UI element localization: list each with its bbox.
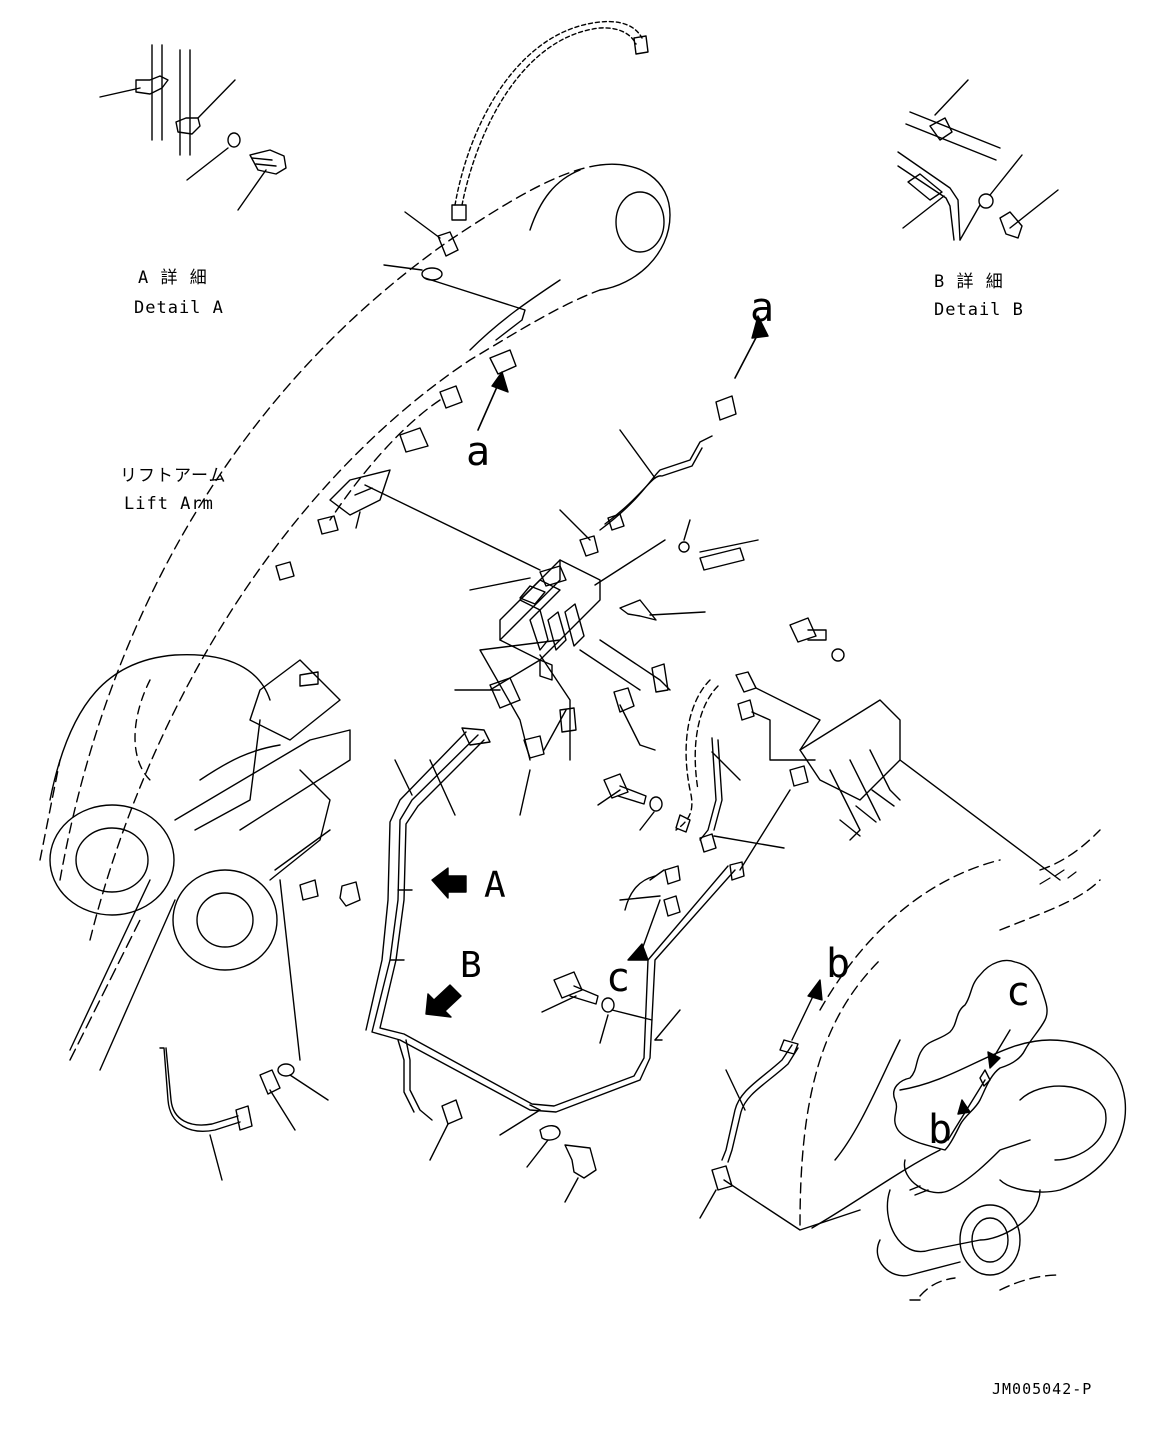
- detail-b-drawing: [897, 79, 1059, 241]
- tube-assembly: [365, 727, 745, 1203]
- ref-a-top: a: [750, 285, 775, 331]
- ref-a-lower: a: [466, 429, 491, 475]
- ref-c-mid: c: [606, 955, 631, 1001]
- ref-b-right: b: [826, 941, 851, 987]
- right-valve-assembly: [624, 617, 1077, 961]
- ref-c-inset: c: [1006, 969, 1031, 1015]
- lift-arm: [59, 163, 671, 941]
- lower-right-hose: [699, 979, 861, 1231]
- cylinder-assembly: [799, 829, 1127, 1301]
- view-a-label: A: [484, 865, 506, 906]
- detail-a-drawing: [99, 44, 287, 211]
- manifold-block: [364, 315, 769, 761]
- detail-a-title-en: Detail A: [134, 298, 224, 318]
- upper-hose: [383, 20, 649, 281]
- lower-left-hose: [159, 879, 329, 1181]
- lift-arm-label-en: Lift Arm: [124, 494, 214, 514]
- view-b-label: B: [460, 945, 482, 986]
- detail-b-title-en: Detail B: [934, 300, 1024, 320]
- lift-arm-label-jp: リフトアーム: [120, 466, 227, 486]
- drawing-number: JM005042-P: [992, 1380, 1093, 1398]
- boom-linkage: [39, 653, 361, 1071]
- detail-b-title-jp: B 詳 細: [934, 272, 1004, 292]
- detail-a-title-jp: A 詳 細: [138, 268, 208, 288]
- ref-b-inset: b: [928, 1107, 953, 1153]
